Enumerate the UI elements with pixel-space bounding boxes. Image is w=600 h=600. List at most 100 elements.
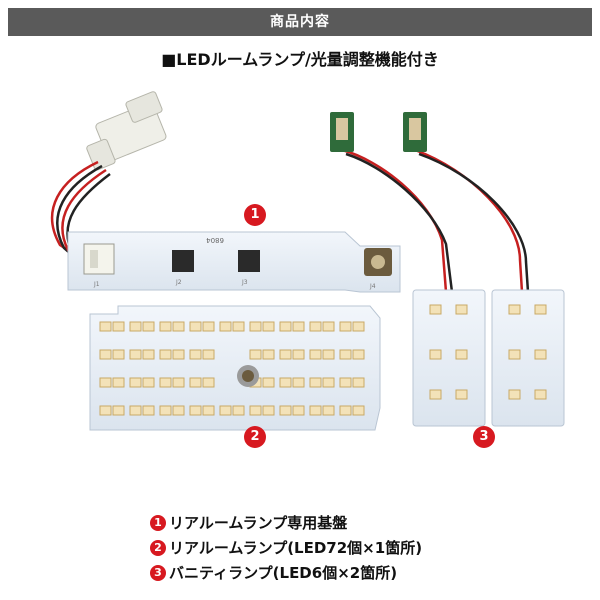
led-chip — [129, 405, 142, 416]
rear-room-lamp-led-board — [89, 305, 381, 431]
led-chip — [232, 321, 245, 332]
led-chip — [202, 405, 215, 416]
led-chip — [219, 321, 232, 332]
led-chip — [455, 389, 468, 400]
led-chip — [112, 377, 125, 388]
product-subtitle: ■LEDルームランプ/光量調整機能付き — [161, 50, 439, 69]
led-chip — [352, 321, 365, 332]
led-chip — [99, 405, 112, 416]
led-chip — [508, 389, 521, 400]
badge-1: 1 — [244, 204, 266, 226]
led-chip — [534, 389, 547, 400]
led-chip — [322, 349, 335, 360]
led-chip — [249, 405, 262, 416]
contents-item-label: バニティランプ(LED6個×2箇所) — [169, 564, 398, 582]
led-chip — [189, 377, 202, 388]
led-chip — [339, 377, 352, 388]
led-chip — [142, 377, 155, 388]
led-chip — [429, 304, 442, 315]
led-chip — [508, 349, 521, 360]
led-chip — [279, 349, 292, 360]
led-chip — [159, 349, 172, 360]
led-chip — [322, 377, 335, 388]
board-pad-label-j3: J3 — [241, 279, 248, 286]
led-chip — [99, 321, 112, 332]
led-chip — [189, 321, 202, 332]
led-chip — [112, 321, 125, 332]
led-chip — [455, 349, 468, 360]
led-chip — [202, 377, 215, 388]
badge-3: 3 — [473, 426, 495, 448]
led-chip — [292, 377, 305, 388]
led-chip — [339, 321, 352, 332]
led-chip — [429, 349, 442, 360]
led-chip — [322, 405, 335, 416]
led-chip — [159, 405, 172, 416]
led-chip — [309, 377, 322, 388]
led-chip — [189, 405, 202, 416]
led-chip — [339, 349, 352, 360]
board-pad-label-j2: J2 — [175, 279, 182, 286]
led-chip — [262, 405, 275, 416]
led-chip — [219, 405, 232, 416]
board-pad-label-j4: J4 — [369, 283, 376, 290]
led-chip — [292, 405, 305, 416]
led-chip — [202, 349, 215, 360]
led-chip — [172, 321, 185, 332]
led-chip — [534, 304, 547, 315]
vanity-connector-left — [330, 112, 354, 152]
board-code-label: 6804 — [206, 236, 224, 244]
led-chip — [262, 321, 275, 332]
led-chip — [99, 377, 112, 388]
led-grid — [99, 321, 365, 416]
vanity-lamp-wires — [341, 148, 530, 293]
board-pad-label-j1: J1 — [93, 281, 100, 288]
led-chip — [142, 321, 155, 332]
led-chip — [279, 405, 292, 416]
product-photo: 6804 J1 J2 J3 J4 — [50, 91, 565, 431]
led-chip — [159, 377, 172, 388]
led-chip — [309, 349, 322, 360]
led-chip — [508, 304, 521, 315]
led-chip — [202, 321, 215, 332]
led-chip — [112, 405, 125, 416]
led-chip — [129, 349, 142, 360]
wire-harness-connector — [86, 91, 167, 171]
led-chip — [142, 349, 155, 360]
led-chip — [279, 321, 292, 332]
led-chip — [352, 377, 365, 388]
led-chip — [159, 321, 172, 332]
led-chip — [249, 321, 262, 332]
vanity-lamp-board-left — [412, 289, 486, 427]
contents-item-label: リアルームランプ(LED72個×1箇所) — [169, 539, 423, 557]
led-chip — [172, 377, 185, 388]
led-chip — [455, 304, 468, 315]
led-chip — [99, 349, 112, 360]
led-chip — [232, 405, 245, 416]
vanity-lamp-board-right — [491, 289, 565, 427]
led-chip — [279, 377, 292, 388]
led-chip — [112, 349, 125, 360]
contents-list: 1 リアルームランプ専用基盤 2 リアルームランプ(LED72個×1箇所) 3 … — [150, 510, 422, 585]
vanity-led-group — [429, 304, 547, 400]
rear-room-lamp-control-board — [67, 231, 401, 293]
contents-item-number: 2 — [150, 539, 166, 556]
led-chip — [262, 349, 275, 360]
led-chip — [429, 389, 442, 400]
led-chip — [292, 349, 305, 360]
led-chip — [352, 405, 365, 416]
vanity-connector-right — [403, 112, 427, 152]
led-chip — [309, 321, 322, 332]
led-chip — [292, 321, 305, 332]
led-chip — [129, 321, 142, 332]
led-chip — [189, 349, 202, 360]
led-chip — [352, 349, 365, 360]
led-chip — [322, 321, 335, 332]
contents-item-label: リアルームランプ専用基盤 — [169, 514, 348, 532]
led-chip — [129, 377, 142, 388]
contents-item-number: 3 — [150, 564, 166, 581]
led-chip — [172, 349, 185, 360]
contents-item: 1 リアルームランプ専用基盤 — [150, 510, 422, 535]
led-chip — [339, 405, 352, 416]
led-chip — [172, 405, 185, 416]
